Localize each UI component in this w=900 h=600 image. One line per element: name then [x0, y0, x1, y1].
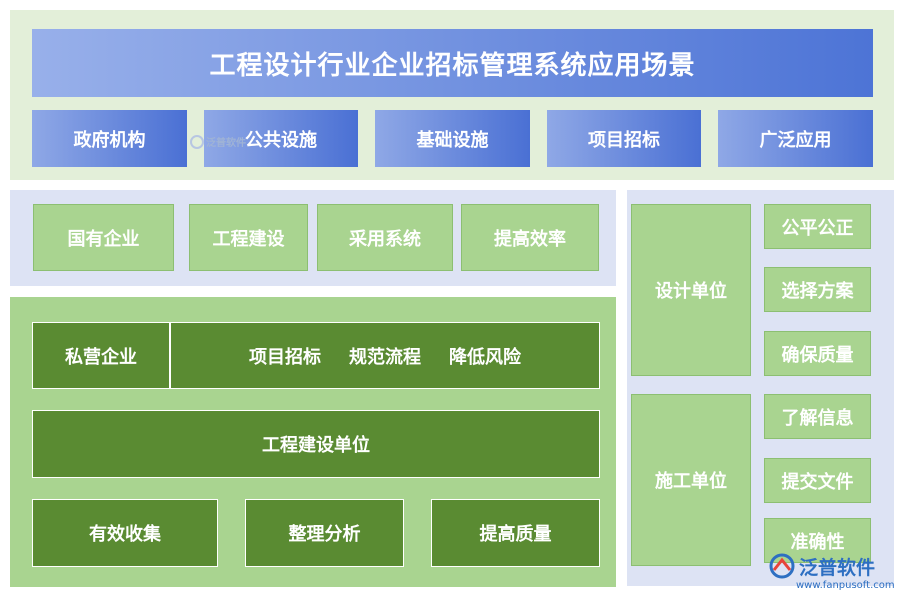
state-owned-adopt-system: 采用系统	[317, 204, 453, 271]
watermark-small: 泛普软件	[190, 134, 246, 149]
design-ensure-quality: 确保质量	[764, 331, 871, 376]
watermark-logo-icon	[190, 134, 204, 149]
design-fair: 公平公正	[764, 204, 871, 249]
brand-url: www.fanpusoft.com	[796, 580, 895, 591]
category-infrastructure: 基础设施	[375, 110, 530, 167]
benefit-reduce-risk: 降低风险	[449, 346, 521, 368]
diagram-title: 工程设计行业企业招标管理系统应用场景	[32, 29, 873, 97]
private-enterprise-label: 私营企业	[32, 322, 170, 389]
construction-submit-docs: 提交文件	[764, 458, 871, 503]
state-owned-enterprise: 国有企业	[33, 204, 174, 271]
benefit-standard-process: 规范流程	[349, 346, 421, 368]
design-choose-plan: 选择方案	[764, 267, 871, 312]
category-government: 政府机构	[32, 110, 187, 167]
watermark-text: 泛普软件	[206, 138, 246, 149]
construction-unit-bar: 工程建设单位	[32, 410, 600, 478]
state-owned-efficiency: 提高效率	[461, 204, 599, 271]
private-benefits: 项目招标 规范流程 降低风险	[170, 322, 600, 389]
brand-logo-icon	[769, 553, 795, 579]
action-collect: 有效收集	[32, 499, 218, 567]
benefit-project-tender: 项目招标	[249, 346, 321, 368]
brand-name: 泛普软件	[799, 556, 876, 579]
category-project-tender: 项目招标	[547, 110, 701, 167]
action-improve-quality: 提高质量	[431, 499, 600, 567]
construction-know-info: 了解信息	[764, 394, 871, 439]
construction-unit-label: 施工单位	[631, 394, 751, 566]
brand-logo: 泛普软件	[768, 552, 875, 580]
category-public-facilities: 公共设施	[204, 110, 358, 167]
state-owned-construction: 工程建设	[189, 204, 308, 271]
design-unit-label: 设计单位	[631, 204, 751, 376]
action-analyze: 整理分析	[245, 499, 404, 567]
category-wide-application: 广泛应用	[718, 110, 873, 167]
